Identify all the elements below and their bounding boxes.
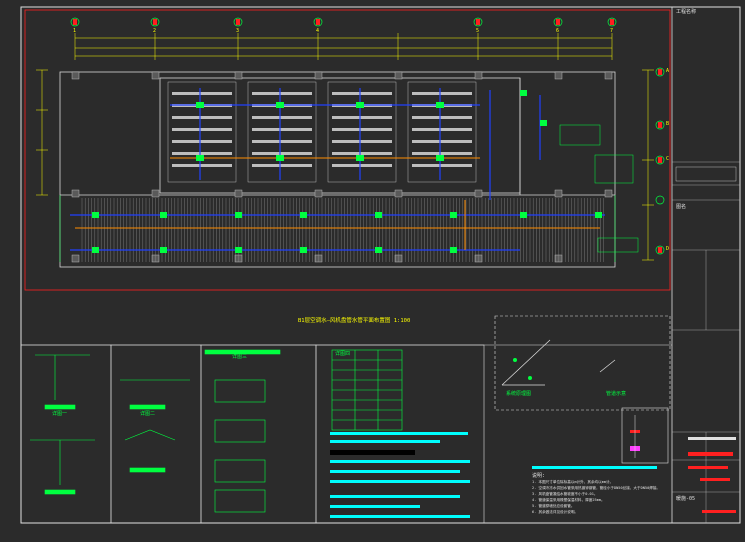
system-sketch-lines [501, 339, 616, 386]
right-dimension-lines [642, 69, 654, 261]
detail-1-label: 详图一 [52, 411, 68, 417]
top-dimension-lines [74, 33, 613, 60]
axis-label-B: B [666, 121, 670, 127]
axis-label-1: 1 [73, 28, 77, 34]
room-3 [327, 81, 397, 183]
outer-frame [20, 6, 741, 524]
detail-2-label: 详图二 [140, 411, 156, 417]
system-sketch-left-label: 系统原理图 [506, 391, 532, 397]
detail-drawings [30, 349, 403, 513]
axis-label-6: 6 [556, 28, 560, 34]
title-block-sheet-no: 暖施-05 [676, 496, 696, 502]
legend-symbols [630, 415, 640, 458]
axis-label-2: 2 [153, 28, 157, 34]
black-label-bar [330, 450, 415, 455]
axis-label-7: 7 [610, 28, 614, 34]
axis-label-3: 3 [236, 28, 240, 34]
notes-line-4: 4. 管道保温采用橡塑保温材料，厚度25mm。 [532, 498, 605, 502]
top-axis-bubbles [70, 17, 617, 27]
title-block-fills [675, 166, 737, 513]
legend-box [621, 407, 669, 464]
title-block-drawing-label: 图名 [676, 204, 687, 210]
return-pipes [75, 157, 600, 250]
axis-label-4: 4 [316, 28, 320, 34]
fan-coil-units [92, 90, 602, 253]
notes-line-5: 5. 管道穿墙处应设套管。 [532, 504, 575, 508]
notes-line-1: 1. 本图尺寸单位除标高以m计外，其余均以mm计。 [532, 480, 614, 484]
cyan-note-bars [330, 432, 657, 518]
detail-3-label: 详图三 [232, 354, 248, 360]
notes-header: 说明: [532, 473, 546, 479]
axis-label-A: A [666, 68, 670, 74]
system-sketch-right-label: 管道示意 [606, 391, 627, 397]
lower-hall-hatch [81, 198, 604, 262]
axis-label-D: D [666, 246, 670, 252]
title-block-lines [672, 161, 740, 523]
title-block-project-label: 工程名称 [676, 9, 697, 15]
plan-red-border [24, 9, 671, 291]
notes-line-2: 2. 空调冷冻水供回水管采用热镀锌钢管，管径小于DN50丝接，大于DN50焊接。 [532, 486, 661, 490]
room-4 [407, 81, 477, 183]
room-1 [167, 81, 237, 183]
green-leader-lines [59, 124, 639, 262]
drawing-main-title: B1层空调水—风机盘管水管平面布置图 1:100 [298, 318, 411, 324]
notes-line-3: 3. 风机盘管凝结水管坡度不小于0.01。 [532, 492, 598, 496]
building-walls [59, 71, 616, 268]
detail-panel-frames [20, 344, 485, 524]
supply-pipes [70, 88, 605, 251]
room-2 [247, 81, 317, 183]
axis-label-5: 5 [476, 28, 480, 34]
notes-line-6: 6. 其余做法详见设计说明。 [532, 510, 579, 514]
detail-4-label: 详图四 [335, 351, 351, 357]
axis-label-C: C [666, 156, 670, 162]
left-dimension-lines [36, 69, 48, 196]
room-blocks [167, 81, 477, 183]
system-sketch-frame [494, 315, 671, 411]
